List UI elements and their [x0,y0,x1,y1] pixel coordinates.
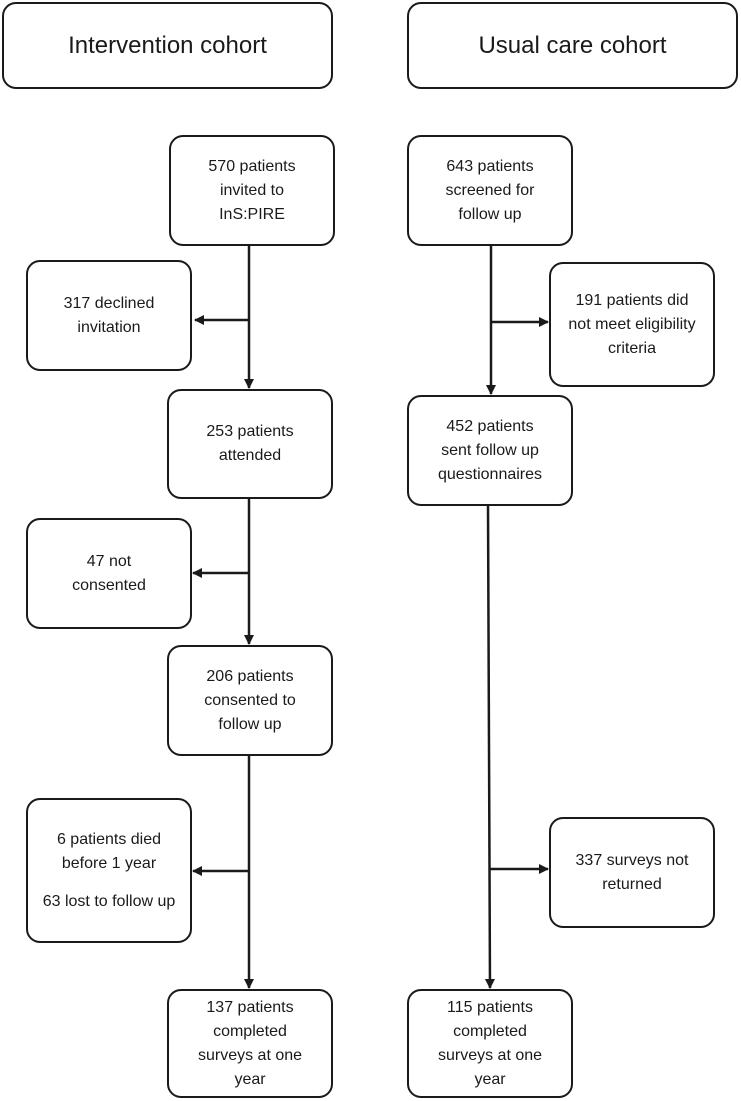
died-lost-box: 6 patients died before 1 year 63 lost to… [26,798,192,943]
declined-box: 317 declined invitation [26,260,192,371]
consented-text: 206 patients consented to follow up [204,667,296,733]
arrow-sent-to-completed [484,504,495,989]
usual-care-completed-text: 115 patients completed surveys at one ye… [437,998,543,1088]
not-returned-box: 337 surveys not returned [549,817,715,928]
declined-text: 317 declined invitation [63,294,155,336]
usual-care-completed-box: 115 patients completed surveys at one ye… [407,989,573,1098]
consented-box: 206 patients consented to follow up [167,645,333,756]
intervention-cohort-title: Intervention cohort [68,31,267,59]
invited-box: 570 patients invited to InS:PIRE [169,135,335,246]
not-returned-text: 337 surveys not returned [575,851,689,893]
intervention-completed-box: 137 patients completed surveys at one ye… [167,989,333,1098]
usual-care-cohort-title: Usual care cohort [478,31,667,59]
attended-box: 253 patients attended [167,389,333,499]
usual-care-cohort-header: Usual care cohort [407,2,738,89]
invited-text: 570 patients invited to InS:PIRE [208,157,296,223]
ineligible-box: 191 patients did not meet eligibility cr… [549,262,715,387]
intervention-cohort-header: Intervention cohort [2,2,333,89]
not-consented-box: 47 not consented [26,518,192,629]
ineligible-text: 191 patients did not meet eligibility cr… [568,291,696,357]
sent-text: 452 patients sent follow up questionnair… [437,417,543,483]
lost-text: 63 lost to follow up [42,892,176,910]
intervention-completed-text: 137 patients completed surveys at one ye… [197,998,303,1088]
not-consented-text: 47 not consented [72,552,146,594]
screened-text: 643 patients screened for follow up [445,157,535,223]
screened-box: 643 patients screened for follow up [407,135,573,246]
died-text: 6 patients died before 1 year [56,830,162,872]
attended-text: 253 patients attended [206,423,294,464]
sent-box: 452 patients sent follow up questionnair… [407,395,573,506]
